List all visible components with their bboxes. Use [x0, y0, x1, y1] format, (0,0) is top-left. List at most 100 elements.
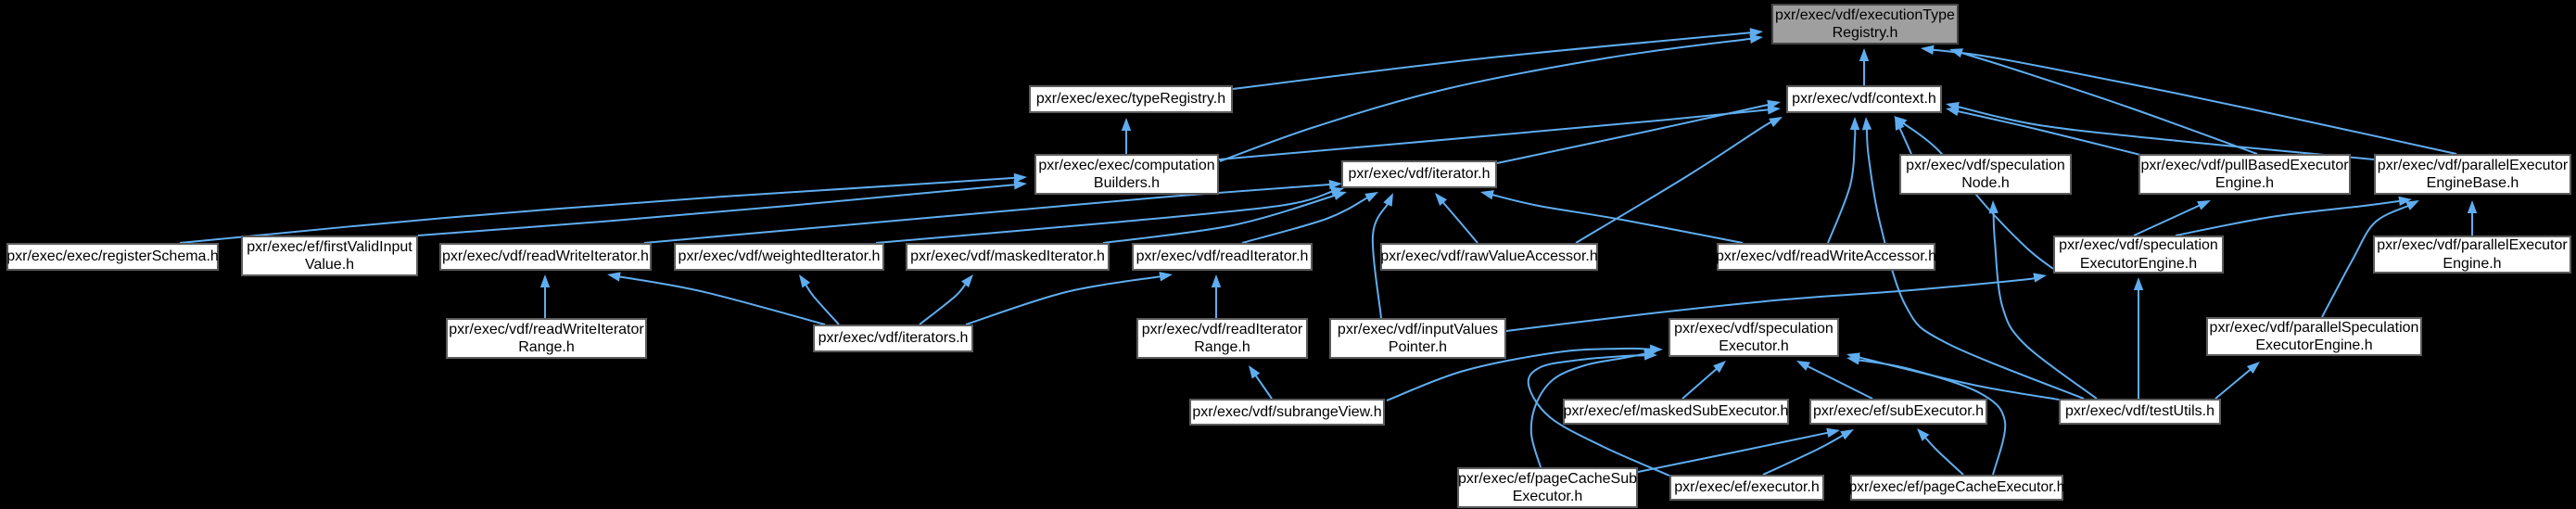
node-readWriteAccessor[interactable]: pxr/exec/vdf/readWriteAccessor.h	[1715, 243, 1937, 271]
node-label-line: pxr/exec/ef/pageCacheSub	[1458, 470, 1638, 487]
arrowhead-maskedIterator-to-iterator	[1333, 190, 1347, 200]
node-maskedIterator[interactable]: pxr/exec/vdf/maskedIterator.h	[906, 243, 1110, 271]
node-iterator[interactable]: pxr/exec/vdf/iterator.h	[1341, 160, 1497, 188]
arrowhead-readIteratorRange-to-readIterator	[1211, 274, 1222, 287]
edge-speculationExecutorEngine-to-pullBasedExecutorEngine	[2133, 204, 2202, 236]
edge-testUtils-to-parallelSpeculationExecutorEngine	[2214, 367, 2252, 400]
node-label-line: ExecutorEngine.h	[2255, 337, 2373, 353]
node-label-line: Node.h	[1961, 175, 2010, 191]
node-label-line: Builders.h	[1093, 175, 1161, 191]
edge-parallelExecutorEngineBase-to-executionTypeRegistry	[1931, 48, 2457, 155]
edge-readWriteIterator-to-iterator	[643, 183, 1332, 244]
node-label-line: pxr/exec/vdf/testUtils.h	[2065, 403, 2214, 420]
node-label-line: EngineBase.h	[2426, 175, 2519, 191]
arrowhead-context-to-executionTypeRegistry	[1859, 48, 1870, 61]
node-weightedIterator[interactable]: pxr/exec/vdf/weightedIterator.h	[674, 243, 884, 271]
node-pageCacheExecutor[interactable]: pxr/exec/ef/pageCacheExecutor.h	[1848, 475, 2065, 501]
node-readIterator[interactable]: pxr/exec/vdf/readIterator.h	[1132, 243, 1313, 271]
edge-iterators-to-readIterator	[965, 274, 1162, 325]
node-label-line: pxr/exec/vdf/iterator.h	[1348, 166, 1491, 183]
edge-subrangeView-to-speculationExecutor	[1386, 347, 1653, 401]
node-label-line: pxr/exec/vdf/iterators.h	[818, 330, 969, 347]
node-label-line: pxr/exec/vdf/speculation	[1906, 157, 2065, 173]
node-label-line: pxr/exec/vdf/maskedIterator.h	[910, 248, 1105, 265]
arrowhead-speculationExecutorEngine-to-parallelExecutorEngineBase	[2398, 196, 2412, 207]
node-label-line: pxr/exec/vdf/context.h	[1792, 91, 1936, 108]
node-executor[interactable]: pxr/exec/ef/executor.h	[1669, 475, 1824, 501]
node-label-line: Engine.h	[2214, 175, 2275, 191]
edge-pullBasedExecutorEngine-to-executionTypeRegistry	[1960, 51, 2258, 155]
arrowhead-iterators-to-readWriteIterator	[607, 272, 621, 282]
edge-speculationExecutorEngine-to-parallelExecutorEngineBase	[2175, 199, 2402, 236]
node-label-line: pxr/exec/ef/maskedSubExecutor.h	[1563, 403, 1789, 420]
node-label-line: Range.h	[518, 339, 575, 355]
node-registerSchema[interactable]: pxr/exec/exec/registerSchema.h	[6, 243, 219, 271]
node-iterators[interactable]: pxr/exec/vdf/iterators.h	[813, 324, 973, 352]
node-label-line: Executor.h	[1719, 338, 1789, 354]
node-typeRegistry[interactable]: pxr/exec/exec/typeRegistry.h	[1029, 85, 1233, 113]
edge-readWriteAccessor-to-context	[1827, 127, 1857, 244]
node-label-line: Registry.h	[1832, 25, 1898, 41]
arrowhead-firstValidInputValue-to-computationBuilders	[1013, 180, 1027, 190]
node-subrangeView[interactable]: pxr/exec/vdf/subrangeView.h	[1189, 399, 1385, 426]
node-label-line: pxr/exec/vdf/speculation	[2059, 237, 2218, 253]
edge-typeRegistry-to-executionTypeRegistry	[1232, 32, 1753, 90]
node-label-line: pxr/exec/vdf/readWriteIterator.h	[442, 248, 649, 265]
edge-speculationExecutorEngine-to-context	[1901, 121, 2054, 270]
node-rawValueAccessor[interactable]: pxr/exec/vdf/rawValueAccessor.h	[1380, 243, 1598, 271]
arrowhead-rawValueAccessor-to-context	[1769, 117, 1783, 128]
node-label-line: ExecutorEngine.h	[2079, 255, 2198, 272]
edge-computationBuilders-to-executionTypeRegistry	[1219, 37, 1753, 162]
node-label-line: pxr/exec/vdf/inputValues	[1337, 321, 1499, 337]
node-label-line: Range.h	[1194, 339, 1250, 355]
edge-pageCacheSubExecutor-to-speculationExecutor	[1529, 352, 1647, 468]
node-label-line: pxr/exec/vdf/speculation	[1674, 320, 1834, 337]
node-label-line: pxr/exec/ef/pageCacheExecutor.h	[1848, 479, 2065, 496]
arrowhead-parallelExecutorEngine-to-parallelExecutorEngineBase	[2467, 200, 2478, 213]
node-label-line: pxr/exec/vdf/readWriteIterator	[449, 321, 644, 337]
arrowhead-pageCacheExecutor-to-subExecutor	[1917, 428, 1930, 441]
arrowhead-pageCacheSubExecutor-to-subExecutor	[1826, 427, 1840, 438]
edge-pageCacheExecutor-to-subExecutor	[1923, 436, 1964, 476]
arrowhead-readWriteIterator-to-iterator	[1328, 179, 1342, 190]
node-label-line: pxr/exec/vdf/readWriteAccessor.h	[1715, 248, 1937, 265]
node-label-line: pxr/exec/vdf/parallelExecutor	[2377, 237, 2568, 253]
node-readWriteIterator[interactable]: pxr/exec/vdf/readWriteIterator.h	[439, 243, 652, 271]
arrowhead-parallelExecutorEngineBase-to-executionTypeRegistry	[1921, 45, 1935, 55]
node-testUtils[interactable]: pxr/exec/vdf/testUtils.h	[2059, 399, 2221, 425]
node-context[interactable]: pxr/exec/vdf/context.h	[1786, 85, 1942, 113]
node-maskedSubExecutor[interactable]: pxr/exec/ef/maskedSubExecutor.h	[1563, 399, 1789, 425]
edge-maskedIterator-to-iterator	[1102, 194, 1337, 244]
node-subExecutor[interactable]: pxr/exec/ef/subExecutor.h	[1809, 399, 1987, 425]
arrowhead-inputValuesPointer-to-iterator	[1383, 193, 1393, 207]
node-label-line: pxr/exec/vdf/rawValueAccessor.h	[1380, 248, 1598, 265]
edge-testUtils-to-context	[1865, 127, 2085, 400]
edge-maskedSubExecutor-to-speculationExecutor	[1681, 367, 1719, 400]
edge-testUtils-to-speculationExecutor	[1857, 355, 2060, 401]
node-label-line: pxr/exec/vdf/parallelSpeculation	[2209, 319, 2419, 336]
node-label-line: pxr/exec/vdf/executionType	[1775, 6, 1955, 23]
arrowhead-testUtils-to-speculationNode	[1988, 200, 1999, 214]
arrowhead-speculationExecutorEngine-to-context	[1894, 116, 1908, 128]
edge-iterators-to-maskedIterator	[919, 282, 968, 325]
node-label-line: pxr/exec/vdf/weightedIterator.h	[678, 248, 881, 265]
arrowhead-testUtils-to-speculationExecutorEngine	[2133, 277, 2144, 290]
node-label-line: pxr/exec/ef/executor.h	[1674, 479, 1820, 496]
edge-weightedIterator-to-iterator	[875, 190, 1334, 244]
arrowhead-readIterator-to-iterator	[1364, 192, 1378, 203]
arrowhead-parallelExecutorEngineBase-to-context	[1946, 102, 1960, 112]
edge-executor-to-speculationExecutor	[1527, 354, 1670, 477]
